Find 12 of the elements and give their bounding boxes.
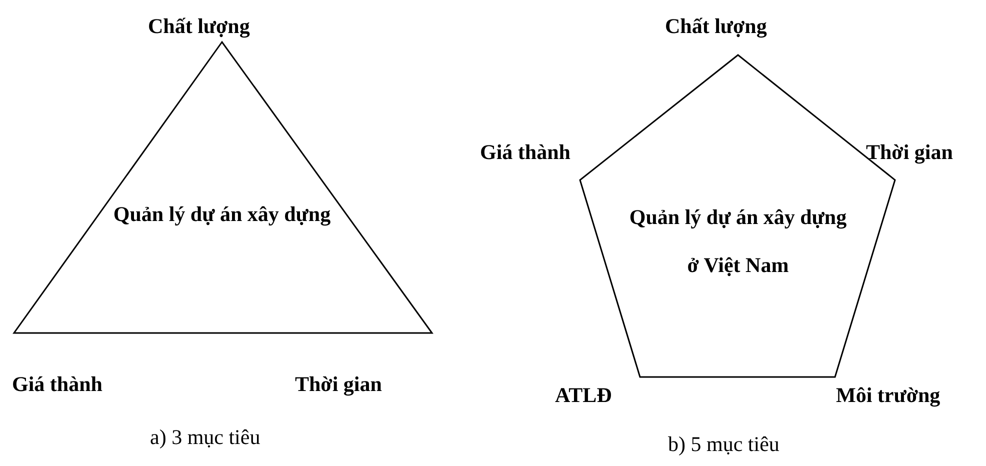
corner-label: ATLĐ (555, 383, 612, 408)
corner-label: Giá thành (480, 140, 570, 165)
caption: b) 5 mục tiêu (668, 432, 780, 457)
corner-label: Giá thành (12, 372, 102, 397)
corner-label: Môi trường (836, 383, 940, 408)
caption: a) 3 mục tiêu (150, 425, 260, 450)
corner-label: Thời gian (866, 140, 953, 165)
center-text: Quản lý dự án xây dựng (112, 201, 332, 228)
corner-label: Chất lượng (665, 14, 767, 39)
center-text: Quản lý dự án xây dựng ở Việt Nam (628, 204, 848, 279)
corner-label: Thời gian (295, 372, 382, 397)
corner-label: Chất lượng (148, 14, 250, 39)
